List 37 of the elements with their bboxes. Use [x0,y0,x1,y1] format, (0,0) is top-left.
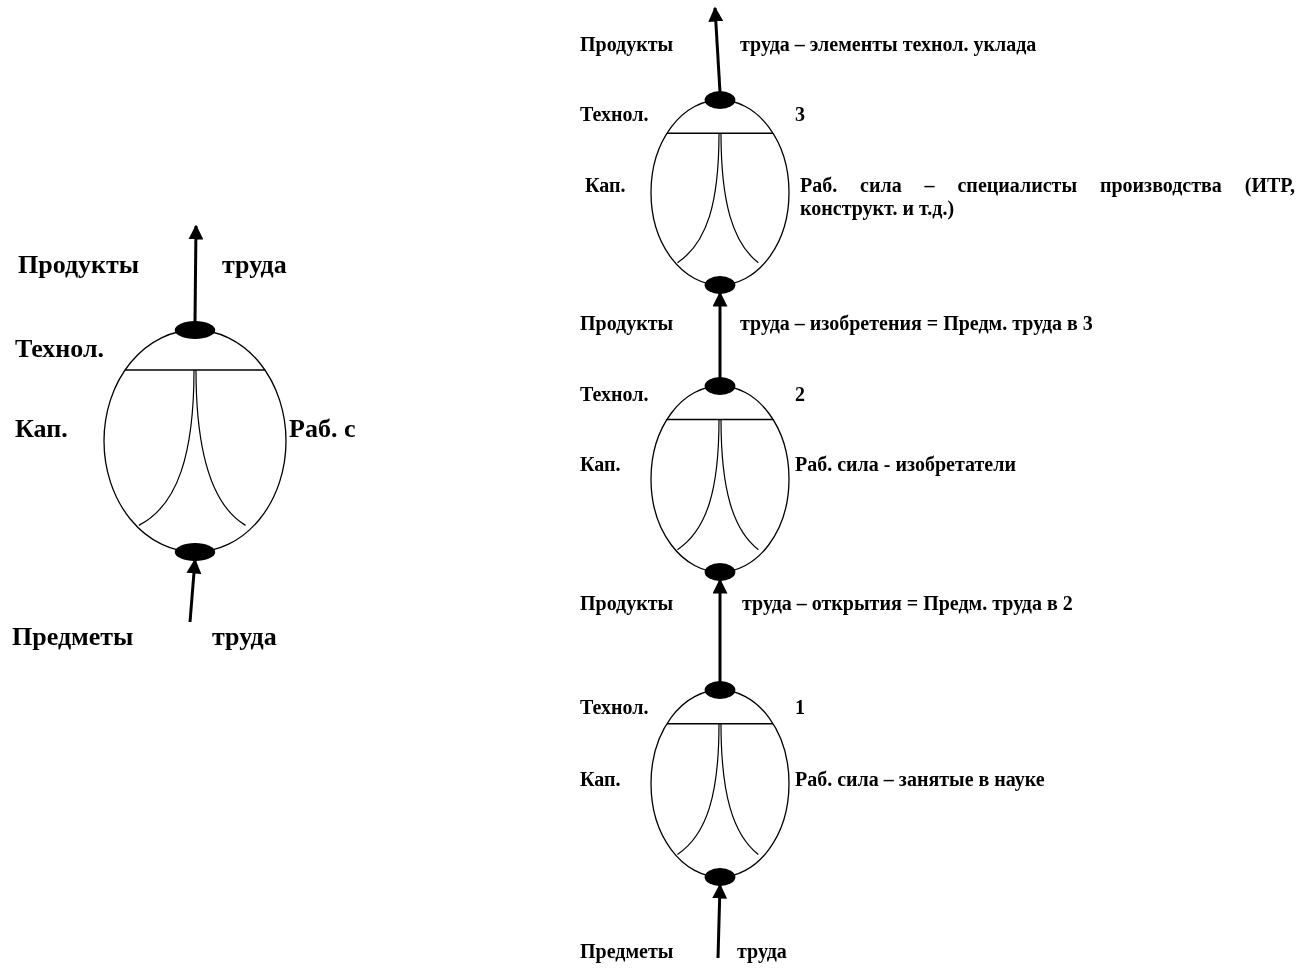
text-label: Продукты [18,250,140,280]
oval-diagram [650,376,790,582]
text-label: труда – открытия = Предм. труда в 2 [742,592,1073,615]
text-label: Кап. [15,414,68,444]
oval-diagram [103,320,287,562]
text-label: Продукты [580,592,674,615]
arrow [712,578,728,682]
text-label: 3 [795,103,805,126]
text-label: Продукты [580,33,674,56]
text-label: Технол. [580,383,649,406]
text-label: Предметы [580,940,674,963]
text-label: Продукты [580,312,674,335]
text-label: Кап. [580,768,621,791]
text-label: Технол. [580,103,649,126]
arrow [188,224,204,322]
text-label: 1 [795,696,805,719]
arrow [712,883,728,959]
arrow [708,6,724,93]
text-label: Кап. [580,453,621,476]
text-label: Раб. сила - изобретатели [795,453,1016,476]
text-label: Раб. с [289,414,356,444]
text-label: Раб. сила – специалисты производства (ИТР, конструкт. и т.д.) [800,174,1295,220]
text-label: труда – изобретения = Предм. труда в 3 [740,312,1093,335]
text-label: Предметы [12,622,134,652]
oval-diagram [650,680,790,887]
text-label: 2 [795,383,805,406]
oval-diagram [650,90,790,295]
text-label: труда [222,250,287,280]
text-label: Кап. [585,174,626,197]
text-label: Технол. [580,696,649,719]
arrow [186,558,202,623]
text-label: труда – элементы технол. уклада [740,33,1037,56]
text-label: труда [737,940,787,963]
text-label: труда [212,622,277,652]
text-label: Технол. [15,334,105,364]
text-label: Раб. сила – занятые в науке [795,768,1045,791]
arrow [712,291,728,378]
